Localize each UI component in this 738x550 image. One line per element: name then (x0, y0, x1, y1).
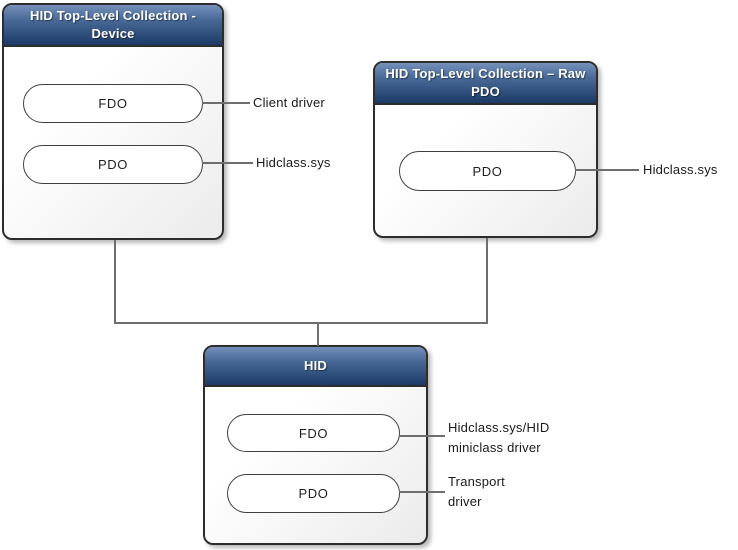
pill-label: PDO (298, 486, 329, 501)
annotation-client-driver: Client driver (253, 95, 325, 110)
leader-line-hid-fdo (399, 435, 445, 437)
node-header: HID (205, 347, 426, 387)
node-title-line: HID Top-Level Collection – Raw (385, 66, 586, 81)
leader-line-rawpdo-pdo (575, 169, 639, 171)
pill-label: PDO (98, 157, 128, 172)
node-hid: HID FDO PDO (203, 345, 428, 545)
pill-pdo: PDO (399, 151, 576, 191)
pill-label: FDO (298, 425, 329, 441)
tree-connector-horizontal (114, 322, 488, 324)
annotation-transport-driver: Transport driver (448, 474, 505, 509)
node-header: HID Top-Level Collection – Raw PDO (375, 63, 596, 105)
node-hid-top-level-collection-raw-pdo: HID Top-Level Collection – Raw PDO PDO (373, 61, 598, 238)
node-title-line: Device (91, 26, 135, 41)
leader-line-device-fdo (202, 102, 250, 104)
node-title-line: HID Top-Level Collection - (29, 8, 197, 23)
pill-label: FDO (98, 96, 128, 111)
tree-connector-middle-vertical (317, 322, 319, 346)
annotation-hidclass-miniclass-driver: Hidclass.sys/HID miniclass driver (448, 420, 550, 455)
node-title-line: PDO (471, 84, 500, 99)
annotation-hidclass-sys-device: Hidclass.sys (256, 155, 331, 170)
tree-connector-right-vertical (486, 238, 488, 323)
pill-pdo: PDO (227, 474, 400, 513)
annotation-hidclass-sys-rawpdo: Hidclass.sys (643, 162, 718, 177)
pill-pdo: PDO (23, 145, 203, 184)
pill-label: PDO (472, 163, 503, 179)
node-header: HID Top-Level Collection - Device (4, 5, 222, 47)
tree-connector-left-vertical (114, 240, 116, 323)
pill-fdo: FDO (227, 414, 400, 452)
pill-fdo: FDO (23, 84, 203, 123)
node-title-line: HID (304, 358, 327, 373)
leader-line-hid-pdo (399, 491, 445, 493)
node-hid-top-level-collection-device: HID Top-Level Collection - Device FDO PD… (2, 3, 224, 240)
leader-line-device-pdo (202, 162, 253, 164)
